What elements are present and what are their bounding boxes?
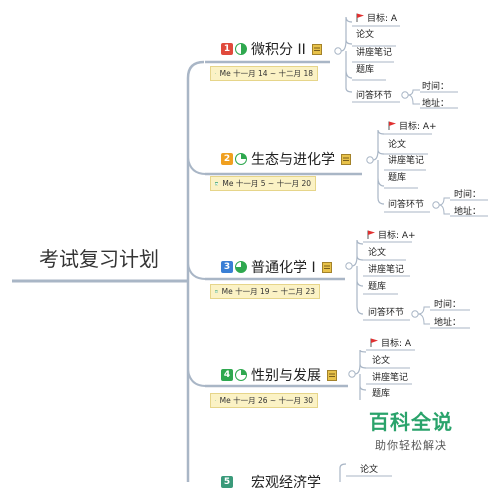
list-item[interactable]: 题库 [372, 386, 390, 399]
priority-badge: 4 [221, 369, 233, 381]
branch-chemistry[interactable]: 3 普通化学 I [221, 256, 332, 278]
watermark: 百科全说 助你轻松解决 [352, 401, 470, 457]
date-range: Me 十一月 5 ~ 十一月 20 [210, 176, 316, 191]
watermark-title: 百科全说 [352, 406, 470, 435]
note-icon[interactable] [341, 154, 351, 165]
goal-item[interactable]: 目标: A [370, 336, 411, 349]
qa-time[interactable]: 时间： [422, 79, 449, 92]
branch-calculus[interactable]: 1 微积分 II [221, 38, 322, 60]
list-item[interactable]: 题库 [356, 62, 374, 75]
branch-ecology[interactable]: 2 生态与进化学 [221, 148, 351, 170]
date-range: Me 十一月 26 ~ 十一月 30 [210, 393, 318, 408]
flag-icon [370, 338, 379, 347]
branch-title: 微积分 II [251, 39, 306, 59]
qa-address[interactable]: 地址： [434, 315, 461, 328]
list-item[interactable]: 问答环节 [356, 88, 392, 101]
list-item[interactable]: 论文 [356, 27, 374, 40]
note-icon[interactable] [322, 262, 332, 273]
list-item[interactable]: 论文 [372, 353, 390, 366]
list-item[interactable]: 讲座笔记 [388, 153, 424, 166]
half-progress-icon [235, 43, 247, 55]
quarter-progress-icon [235, 153, 247, 165]
flag-icon [388, 121, 397, 130]
goal-item[interactable]: 目标: A+ [367, 228, 416, 241]
note-icon[interactable] [327, 370, 337, 381]
list-item[interactable]: 讲座笔记 [368, 262, 404, 275]
date-text: Me 十一月 26 ~ 十一月 30 [220, 395, 313, 406]
list-item[interactable]: 论文 [388, 137, 406, 150]
qa-address[interactable]: 地址： [454, 204, 481, 217]
date-text: Me 十一月 5 ~ 十一月 20 [222, 178, 311, 189]
quarter-progress-icon [235, 369, 247, 381]
qa-time[interactable]: 时间： [454, 187, 481, 200]
flag-icon [367, 230, 376, 239]
calendar-icon [215, 69, 216, 78]
date-text: Me 十一月 14 ~ 十二月 18 [220, 68, 313, 79]
flag-icon [356, 13, 365, 22]
qa-address[interactable]: 地址： [422, 96, 449, 109]
branch-title: 生态与进化学 [251, 149, 335, 169]
branch-macroeconomics[interactable]: 5 宏观经济学 [221, 471, 321, 493]
list-item[interactable]: 论文 [368, 245, 386, 258]
list-item[interactable]: 题库 [388, 170, 406, 183]
goal-item[interactable]: 目标: A+ [388, 119, 437, 132]
list-item[interactable]: 问答环节 [368, 305, 404, 318]
branch-gender[interactable]: 4 性别与发展 [221, 364, 337, 386]
central-topic[interactable]: 考试复习计划 [24, 243, 174, 272]
calendar-icon [215, 396, 216, 405]
branch-title: 性别与发展 [251, 365, 321, 385]
calendar-icon [215, 287, 218, 296]
branch-title: 宏观经济学 [251, 472, 321, 492]
list-item[interactable]: 题库 [368, 279, 386, 292]
list-item[interactable]: 问答环节 [388, 197, 424, 210]
list-item[interactable]: 讲座笔记 [372, 370, 408, 383]
date-range: Me 十一月 14 ~ 十二月 18 [210, 66, 318, 81]
calendar-icon [215, 179, 218, 188]
branch-title: 普通化学 I [251, 257, 316, 277]
priority-badge: 5 [221, 476, 233, 488]
list-item[interactable]: 论文 [360, 462, 378, 475]
watermark-subtitle: 助你轻松解决 [352, 437, 470, 453]
priority-badge: 3 [221, 261, 233, 273]
priority-badge: 1 [221, 43, 233, 55]
date-text: Me 十一月 19 ~ 十二月 23 [222, 286, 315, 297]
three-quarter-progress-icon [235, 261, 247, 273]
qa-time[interactable]: 时间： [434, 297, 461, 310]
list-item[interactable]: 讲座笔记 [356, 45, 392, 58]
goal-item[interactable]: 目标: A [356, 11, 397, 24]
date-range: Me 十一月 19 ~ 十二月 23 [210, 284, 320, 299]
priority-badge: 2 [221, 153, 233, 165]
note-icon[interactable] [312, 44, 322, 55]
